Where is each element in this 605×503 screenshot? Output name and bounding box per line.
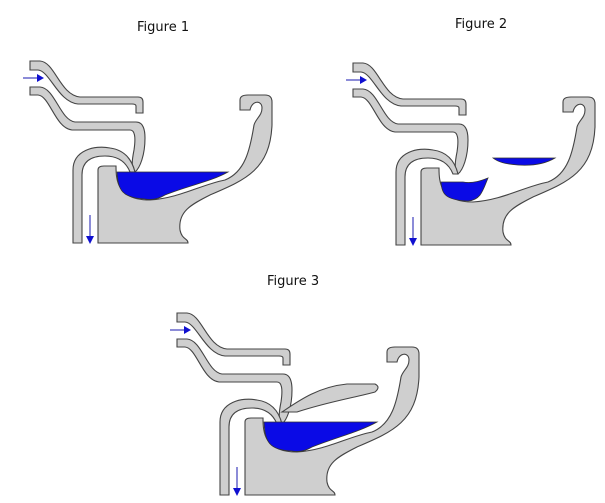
rim-jet-channel: [280, 383, 379, 413]
bowl-water: [440, 177, 489, 202]
figure-2: [345, 62, 596, 247]
figure-1: [22, 60, 273, 245]
figure-3-title: Figure 3: [267, 274, 320, 289]
figure-1-title: Figure 1: [137, 20, 190, 35]
figure-2-title: Figure 2: [455, 17, 508, 32]
bowl-water: [263, 421, 379, 452]
figure-3: [169, 312, 420, 497]
rim-water: [491, 157, 557, 166]
bowl-water: [116, 171, 230, 200]
